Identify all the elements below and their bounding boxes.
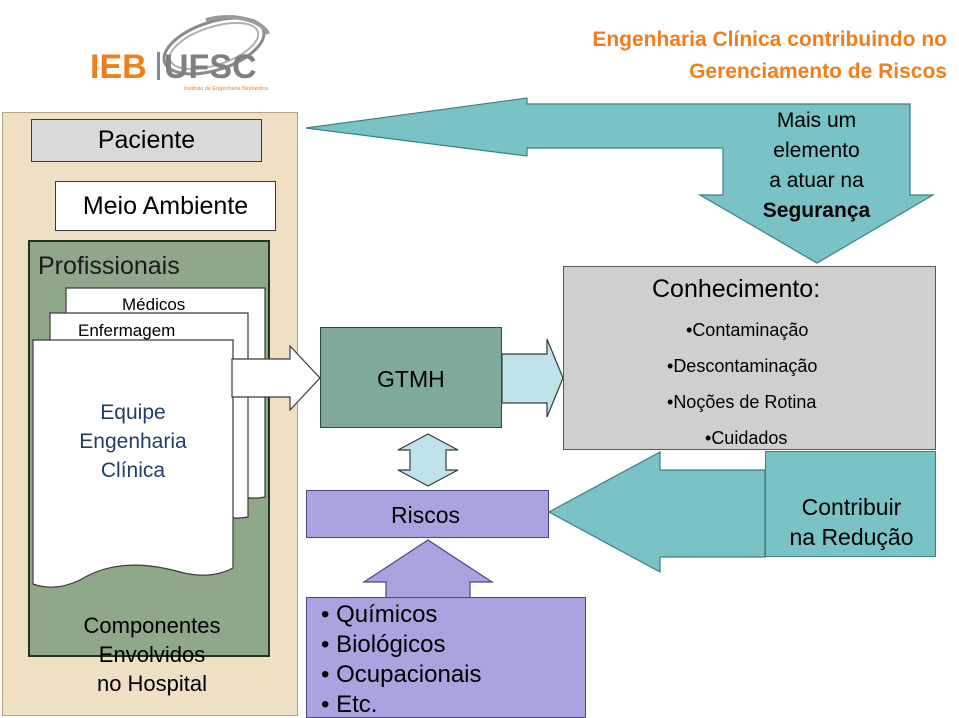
safety-line4: Segurança <box>762 199 871 222</box>
equipe-label-line2: Engenharia <box>79 430 187 453</box>
gtmh-riscos-double-arrow <box>397 433 459 487</box>
page-title-line2: Gerenciamento de Riscos <box>689 60 947 83</box>
reduction-line1: Contribuir <box>801 494 902 520</box>
medicos-label: Médicos <box>122 295 186 314</box>
enfermagem-label: Enfermagem <box>78 321 176 340</box>
safety-line1: Mais um <box>776 109 857 132</box>
knowledge-item: •Contaminação <box>686 320 809 340</box>
reduction-arrow <box>547 450 766 574</box>
knowledge-item: •Cuidados <box>705 428 788 448</box>
risk-agents-box: • Químicos • Biológicos • Ocupacionais •… <box>306 597 586 718</box>
paciente-box: Paciente <box>31 119 262 162</box>
knowledge-item: •Noções de Rotina <box>667 392 817 412</box>
meio-ambiente-box: Meio Ambiente <box>55 181 276 231</box>
logo-swoosh-icon <box>162 15 270 76</box>
meio-ambiente-label: Meio Ambiente <box>82 191 249 220</box>
header-band <box>0 0 959 100</box>
ieb-ufsc-logo: IEB UFSC Instituto de Engenharia Biomédi… <box>90 15 270 92</box>
knowledge-title: Conhecimento: <box>652 275 821 303</box>
gtmh-label: GTMH <box>377 366 445 392</box>
components-footer: Componentes Envolvidos no Hospital <box>4 611 300 698</box>
profissionais-label: Profissionais <box>38 252 180 280</box>
logo-divider <box>157 52 160 80</box>
equipe-label-line1: Equipe <box>100 401 166 424</box>
logo-text-ufsc: UFSC <box>164 48 257 86</box>
components-footer-line3: no Hospital <box>96 671 208 696</box>
reduction-line2: na Redução <box>789 524 914 550</box>
safety-line3: a atuar na <box>769 169 864 192</box>
equipe-label-line3: Clínica <box>100 459 166 482</box>
knowledge-item: •Descontaminação <box>667 356 818 376</box>
paciente-label: Paciente <box>97 126 196 154</box>
page-title-line1: Engenharia Clínica contribuindo no <box>592 28 947 51</box>
components-footer-line2: Envolvidos <box>98 642 206 667</box>
risk-agent-item: • Biológicos <box>321 631 446 658</box>
gtmh-box: GTMH <box>320 327 502 428</box>
logo-text-ieb: IEB <box>90 48 147 86</box>
knowledge-box: Conhecimento: •Contaminação •Descontamin… <box>563 266 936 450</box>
safety-text: Mais um elemento a atuar na Segurança <box>723 106 910 226</box>
risk-agent-item: • Etc. <box>321 691 378 718</box>
reduction-text: Contribuir na Redução <box>766 492 937 552</box>
riscos-box: Riscos <box>306 490 549 538</box>
risk-agent-item: • Ocupacionais <box>321 661 482 688</box>
reduction-box: Contribuir na Redução <box>765 451 936 557</box>
logo-subtitle: Instituto de Engenharia Biomédica <box>184 86 269 92</box>
riscos-label: Riscos <box>391 502 461 528</box>
agents-to-riscos-arrow <box>361 539 495 601</box>
safety-line2: elemento <box>773 139 860 162</box>
components-footer-line1: Componentes <box>83 613 221 638</box>
risk-agent-item: • Químicos <box>321 601 438 628</box>
equipe-label: Equipe Engenharia Clínica <box>33 398 233 485</box>
gtmh-to-knowledge-arrow <box>501 338 564 418</box>
